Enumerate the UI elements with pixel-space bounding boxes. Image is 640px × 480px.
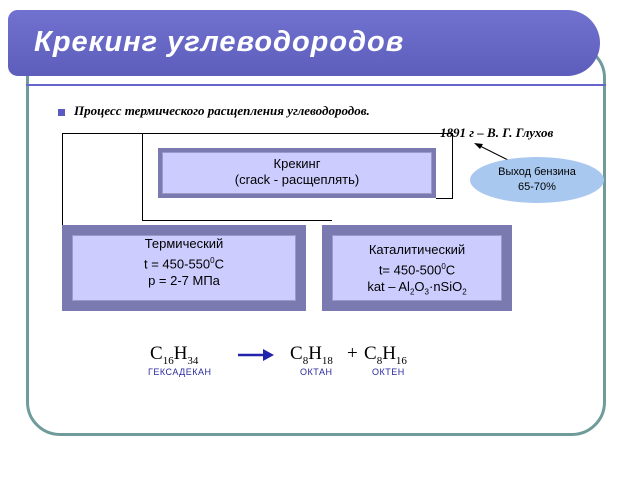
- catalytic-title: Каталитический: [368, 242, 466, 257]
- thermal-temperature: t = 450-5500С: [144, 256, 224, 272]
- reaction-arrow-icon: [238, 349, 274, 361]
- catalytic-temperature: t= 450-5000С: [378, 262, 456, 278]
- title-bar: [8, 10, 600, 76]
- product1-formula: C8H18: [290, 343, 333, 367]
- reactant-caption: ГЕКСАДЕКАН: [148, 367, 212, 377]
- product2-formula: C8H16: [364, 343, 407, 367]
- subtitle-text: Процесс термического расщепления углевод…: [74, 103, 370, 118]
- reactant-formula: C16H34: [150, 343, 199, 367]
- connector-inner-left: [142, 133, 143, 220]
- thermal-pressure: p = 2-7 МПа: [148, 273, 220, 289]
- yield-value: 65-70%: [518, 181, 556, 193]
- thermal-box: Термический t = 450-5500С p = 2-7 МПа: [62, 225, 306, 311]
- title-underline: [26, 84, 606, 86]
- connector-right-bottom: [436, 198, 453, 199]
- plus-sign: +: [347, 343, 358, 364]
- cracking-box: Крекинг (crack - расщеплять): [158, 148, 436, 198]
- thermal-title: Термический: [144, 236, 224, 251]
- cracking-box-title: Крекинг: [273, 156, 321, 171]
- catalytic-catalyst: kat – Al2O3·nSiO2: [367, 279, 467, 297]
- author-text: 1891 г – В. Г. Глухов: [440, 125, 554, 140]
- product1-caption: ОКТАН: [300, 367, 333, 377]
- slide-title: Крекинг углеводородов: [34, 26, 405, 58]
- connector-top: [62, 133, 452, 134]
- product2-caption: ОКТЕН: [372, 367, 405, 377]
- connector-inner-bottom: [142, 220, 332, 221]
- yield-label: Выход бензина: [498, 166, 576, 178]
- bullet-icon: [58, 109, 65, 116]
- yield-oval: Выход бензина 65-70%: [470, 157, 604, 203]
- cracking-box-subtitle: (crack - расщеплять): [234, 172, 360, 187]
- connector-left: [62, 133, 63, 225]
- connector-right: [452, 133, 453, 199]
- catalytic-box: Каталитический t= 450-5000С kat – Al2O3·…: [322, 225, 512, 311]
